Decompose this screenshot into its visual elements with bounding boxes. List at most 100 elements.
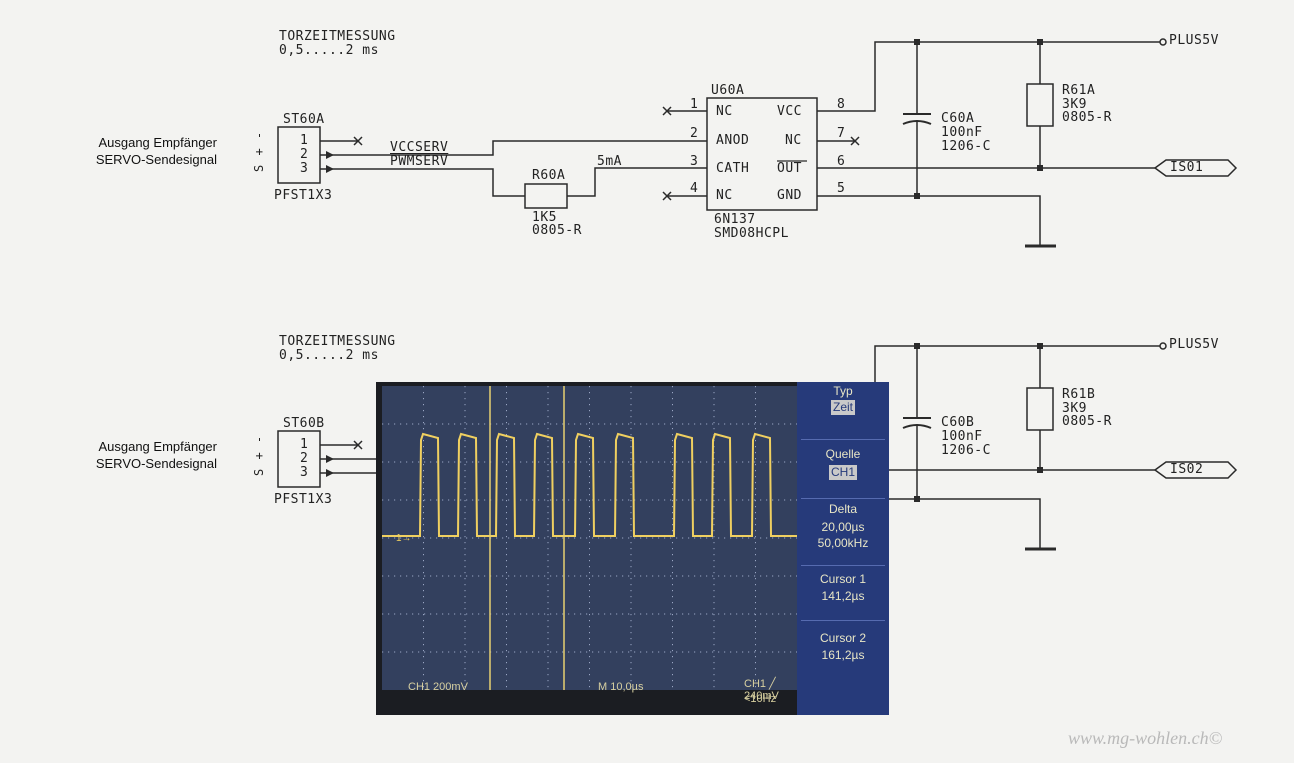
ic-pin-3-name: CATH bbox=[716, 161, 750, 176]
ic-pin-2-name: ANOD bbox=[716, 133, 750, 148]
input-label-line2: SERVO-Sendesignal bbox=[95, 152, 217, 167]
cap-c60b-pkg: 1206-C bbox=[941, 443, 991, 458]
ic-ref: U60A bbox=[711, 83, 745, 98]
input-label: Ausgang Empfänger SERVO-Sendesignal bbox=[40, 134, 217, 168]
menu-delta-time: 20,00µs bbox=[821, 520, 865, 534]
net-vccserv: VCCSERV bbox=[390, 140, 449, 155]
menu-typ-label: Typ bbox=[833, 384, 853, 398]
net-pwmserv: PWMSERV bbox=[390, 154, 449, 169]
menu-source-value[interactable]: CH1 bbox=[828, 465, 857, 480]
supply-plus5v: PLUS5V bbox=[1169, 33, 1219, 48]
ic-pin-num-7: 7 bbox=[837, 126, 846, 141]
menu-divider bbox=[801, 498, 885, 499]
vcc-wire bbox=[817, 41, 1160, 112]
ic-package: SMD08HCPL bbox=[714, 226, 789, 241]
ground-marker: 1→ bbox=[396, 533, 412, 544]
menu-cursor1-label[interactable]: Cursor 1 bbox=[819, 572, 866, 586]
resistor-r61a-pkg: 0805-R bbox=[1062, 110, 1112, 125]
gate-time-title: TORZEITMESSUNG bbox=[279, 29, 396, 44]
connector-b-pin-2: 2 bbox=[300, 451, 309, 466]
connector-pin-1: 1 bbox=[300, 133, 309, 148]
ic-u60a-body bbox=[706, 97, 818, 211]
status-trigger-freq: <10Hz bbox=[744, 693, 777, 705]
ic-pin-5-name: GND bbox=[777, 188, 802, 203]
resistor-r60a-value: 1K5 bbox=[532, 210, 557, 225]
input-label-b-line2: SERVO-Sendesignal bbox=[95, 456, 217, 471]
current-note: 5mA bbox=[597, 154, 622, 169]
connector-type-b: PFST1X3 bbox=[274, 492, 333, 507]
waveform-trace bbox=[382, 432, 797, 537]
resistor-r60a-ref: R60A bbox=[532, 168, 566, 183]
ic-pin-num-3: 3 bbox=[690, 154, 699, 169]
cap-c60a-value: 100nF bbox=[941, 125, 983, 140]
menu-divider bbox=[801, 565, 885, 566]
cap-c60a-ref: C60A bbox=[941, 111, 975, 126]
gate-time-range: 0,5.....2 ms bbox=[279, 43, 379, 58]
is02-flag bbox=[1153, 461, 1238, 479]
output-net-is02: IS02 bbox=[1170, 462, 1204, 477]
pin-marks-b: S + - bbox=[252, 434, 266, 476]
ic-pin-6-name: OUT bbox=[777, 161, 802, 176]
pin-marks: S + - bbox=[252, 130, 266, 172]
connector-pin-2: 2 bbox=[300, 147, 309, 162]
watermark: www.mg-wohlen.ch© bbox=[1068, 728, 1223, 748]
scope-side-menu: Typ Zeit Quelle CH1 Delta 20,00µs 50,00k… bbox=[797, 382, 889, 715]
connector-type: PFST1X3 bbox=[274, 188, 333, 203]
connector-ref: ST60A bbox=[283, 112, 325, 127]
scope-waveform: 1→ bbox=[382, 386, 797, 690]
resistor-r61a-value: 3K9 bbox=[1062, 97, 1087, 112]
menu-cursor2-label[interactable]: Cursor 2 bbox=[819, 631, 866, 645]
ic-pin-8-name: VCC bbox=[777, 104, 802, 119]
gate-time-range-b: 0,5.....2 ms bbox=[279, 348, 379, 363]
ic-pin-num-8: 8 bbox=[837, 97, 846, 112]
resistor-r60a-pkg: 0805-R bbox=[532, 223, 582, 238]
scope-screen: 1→ bbox=[382, 386, 797, 690]
cath-wire bbox=[567, 167, 690, 197]
status-ch1-scale: CH1 200mV bbox=[408, 681, 468, 693]
resistor-r61b-value: 3K9 bbox=[1062, 401, 1087, 416]
is01-flag bbox=[1153, 159, 1238, 177]
input-label-b-line1: Ausgang Empfänger bbox=[98, 439, 217, 454]
resistor-r61a bbox=[1026, 83, 1054, 127]
pwmserv-wire bbox=[320, 168, 525, 197]
supply-plus5v-b: PLUS5V bbox=[1169, 337, 1219, 352]
cap-c60b-ref: C60B bbox=[941, 415, 975, 430]
resistor-r60a bbox=[524, 183, 568, 209]
menu-typ-value[interactable]: Zeit bbox=[830, 400, 855, 415]
input-label-line1: Ausgang Empfänger bbox=[98, 135, 217, 150]
ic-pin-num-6: 6 bbox=[837, 154, 846, 169]
status-trigger: CH1 ╱ 240mV bbox=[744, 678, 779, 702]
vccserv-wire bbox=[320, 140, 690, 156]
connector-pin-3: 3 bbox=[300, 161, 309, 176]
ic-pin-7-name: NC bbox=[785, 133, 802, 148]
connector-b-pin-3: 3 bbox=[300, 465, 309, 480]
ic-pin-4-name: NC bbox=[716, 188, 733, 203]
oscilloscope-photo: 1→ Typ Zeit Quelle CH1 Delta 20,00µs 50,… bbox=[376, 382, 889, 715]
cap-c60b-value: 100nF bbox=[941, 429, 983, 444]
menu-source[interactable]: CH1 bbox=[797, 465, 889, 480]
menu-cursor2-value: 161,2µs bbox=[821, 648, 865, 662]
output-net-is01: IS01 bbox=[1170, 160, 1204, 175]
connector-st60a-body bbox=[277, 126, 321, 184]
gnd-wire bbox=[817, 195, 1041, 246]
scope-status-bar: CH1 200mV M 10,0µs CH1 ╱ 240mV <10Hz bbox=[382, 678, 797, 709]
menu-source-label: Quelle bbox=[825, 447, 861, 461]
ic-pin-num-2: 2 bbox=[690, 126, 699, 141]
gate-time-title-b: TORZEITMESSUNG bbox=[279, 334, 396, 349]
cap-c60a-pkg: 1206-C bbox=[941, 139, 991, 154]
connector-b-pin-1: 1 bbox=[300, 437, 309, 452]
ic-pin-1-name: NC bbox=[716, 104, 733, 119]
menu-cursor1-value: 141,2µs bbox=[821, 589, 865, 603]
resistor-r61a-ref: R61A bbox=[1062, 83, 1096, 98]
menu-delta-label: Delta bbox=[828, 502, 857, 516]
connector-st60b-body bbox=[277, 430, 321, 488]
menu-typ[interactable]: Zeit bbox=[797, 400, 889, 415]
menu-delta-freq: 50,00kHz bbox=[817, 536, 869, 550]
ic-pin-num-4: 4 bbox=[690, 181, 699, 196]
resistor-r61b-ref: R61B bbox=[1062, 387, 1096, 402]
menu-divider bbox=[801, 620, 885, 621]
ic-pin-num-5: 5 bbox=[837, 181, 846, 196]
ic-pin-num-1: 1 bbox=[690, 97, 699, 112]
resistor-r61b bbox=[1026, 387, 1054, 431]
